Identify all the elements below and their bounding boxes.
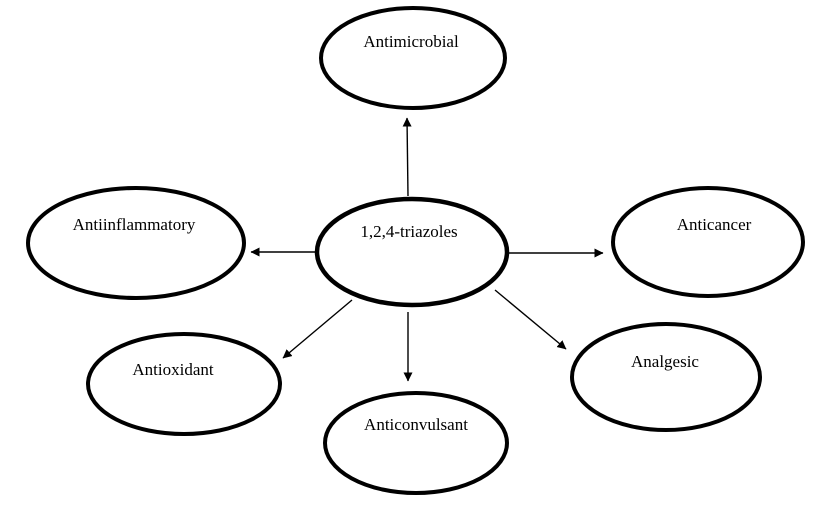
node-antiinflammatory: Antiinflammatory: [26, 186, 246, 300]
node-anticonvulsant-ellipse: [323, 391, 509, 495]
node-antimicrobial: Antimicrobial: [319, 6, 507, 110]
node-antioxidant-ellipse: [86, 332, 282, 436]
node-analgesic: Analgesic: [570, 322, 762, 432]
node-antimicrobial-ellipse: [319, 6, 507, 110]
node-analgesic-label: Analgesic: [631, 352, 699, 371]
node-triazoles-center: 1,2,4-triazoles: [314, 196, 510, 308]
node-anticonvulsant-label: Anticonvulsant: [364, 415, 468, 434]
node-anticancer: Anticancer: [611, 186, 805, 298]
node-anticonvulsant: Anticonvulsant: [323, 391, 509, 495]
arrow-center-to-antimicrobial: [402, 117, 412, 197]
node-antioxidant: Antioxidant: [86, 332, 282, 436]
node-antioxidant-label: Antioxidant: [132, 360, 213, 379]
node-antimicrobial-label: Antimicrobial: [363, 32, 459, 51]
node-anticancer-label: Anticancer: [677, 215, 752, 234]
arrow-center-to-analgesic: [494, 289, 567, 350]
node-analgesic-ellipse: [570, 322, 762, 432]
node-antiinflammatory-ellipse: [26, 186, 246, 300]
node-triazoles-ellipse: [314, 196, 510, 308]
node-antiinflammatory-label: Antiinflammatory: [73, 215, 196, 234]
node-triazoles-label: 1,2,4-triazoles: [360, 222, 457, 241]
node-anticancer-ellipse: [611, 186, 805, 298]
diagram-arrows: [250, 117, 604, 382]
arrow-center-to-antioxidant: [282, 299, 353, 359]
